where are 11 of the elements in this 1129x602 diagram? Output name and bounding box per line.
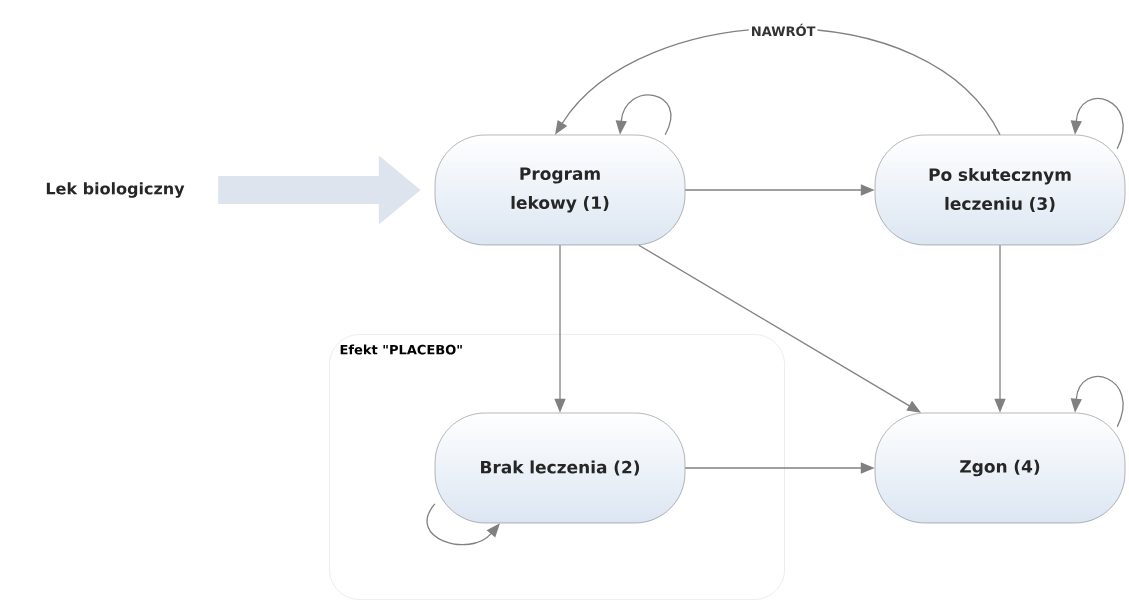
arrow — [555, 27, 1001, 136]
edge-label: NAWRÓT — [748, 21, 818, 39]
self-loop-arrow — [1070, 376, 1124, 428]
state-box: Brak leczenia (2) — [434, 412, 686, 524]
state-box: Program lekowy (1) — [434, 134, 686, 246]
self-loop-arrow — [426, 503, 500, 546]
self-loop-arrow — [1070, 98, 1124, 150]
self-loop-arrow — [615, 94, 672, 136]
state-box: Po skutecznym leczeniu (3) — [874, 134, 1126, 246]
state-box: Zgon (4) — [874, 412, 1126, 524]
source-label: Lek biologiczny — [46, 182, 185, 198]
